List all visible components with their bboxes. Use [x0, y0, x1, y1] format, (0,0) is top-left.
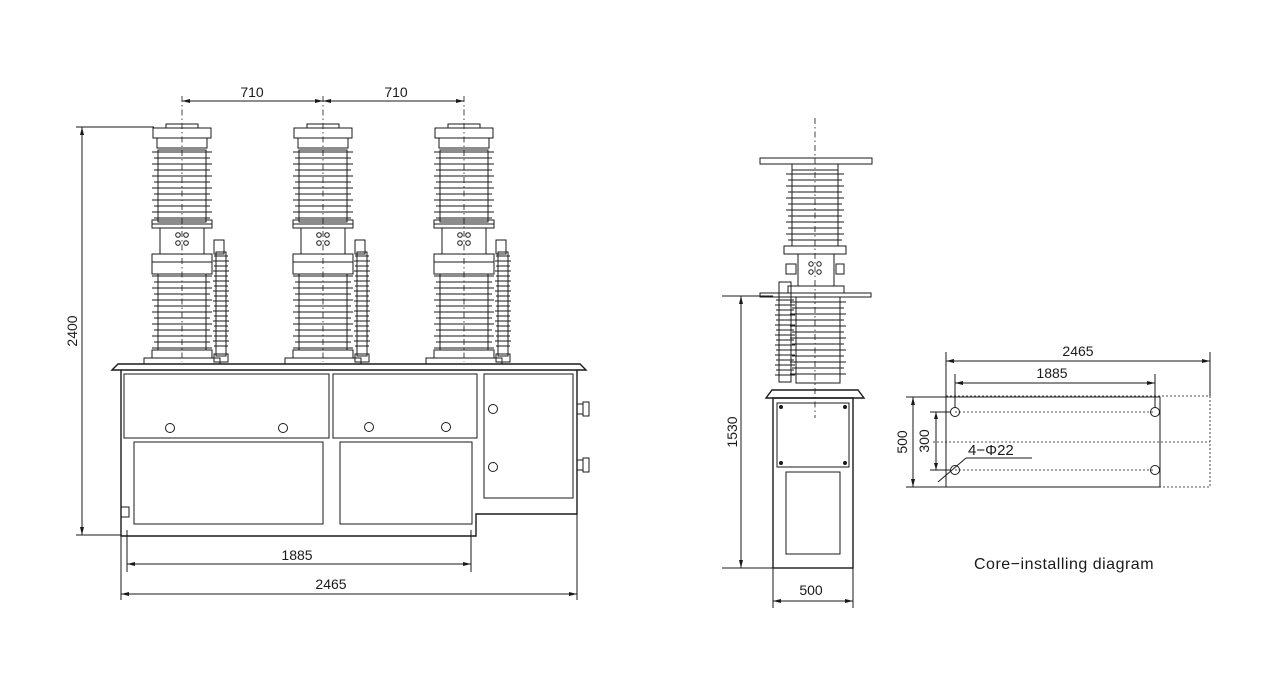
panel-upper-middle	[332, 373, 478, 439]
dim-total-width: 2465	[315, 576, 346, 592]
panel-upper-left	[123, 373, 330, 439]
dim-side-width: 500	[799, 582, 823, 598]
mount-hole	[950, 465, 960, 475]
dim-hole-spacing: 300	[916, 429, 932, 453]
side-view: 1530 500	[722, 118, 873, 608]
dim-core-mount: 1885	[1036, 365, 1067, 381]
front-view: 710 710 2400 1885 2465	[64, 84, 590, 600]
dim-side-height: 1530	[724, 416, 740, 447]
pole-right	[426, 124, 511, 364]
cabinet-top-plate	[110, 363, 588, 371]
dim-core-width: 2465	[1062, 343, 1093, 359]
dim-pitch-right: 710	[384, 84, 408, 100]
side-cabinet	[772, 397, 854, 569]
dim-pitch-left: 710	[240, 84, 264, 100]
dim-total-height: 2400	[64, 315, 80, 346]
core-installing-diagram: 2465 1885 500 300 4−Φ22 Core−installing …	[894, 343, 1211, 573]
mount-hole	[1150, 465, 1160, 475]
hole-callout: 4−Φ22	[968, 442, 1014, 459]
diagram-caption: Core−installing diagram	[974, 556, 1154, 573]
dim-core-depth: 500	[894, 430, 910, 454]
cabinet-body	[120, 370, 578, 537]
panel-lower-middle	[339, 441, 473, 525]
panel-lower-left	[133, 441, 324, 525]
pole-left	[144, 124, 229, 364]
dim-mount-spacing: 1885	[281, 547, 312, 563]
panel-right-door	[483, 373, 574, 499]
pole-middle	[285, 124, 370, 364]
